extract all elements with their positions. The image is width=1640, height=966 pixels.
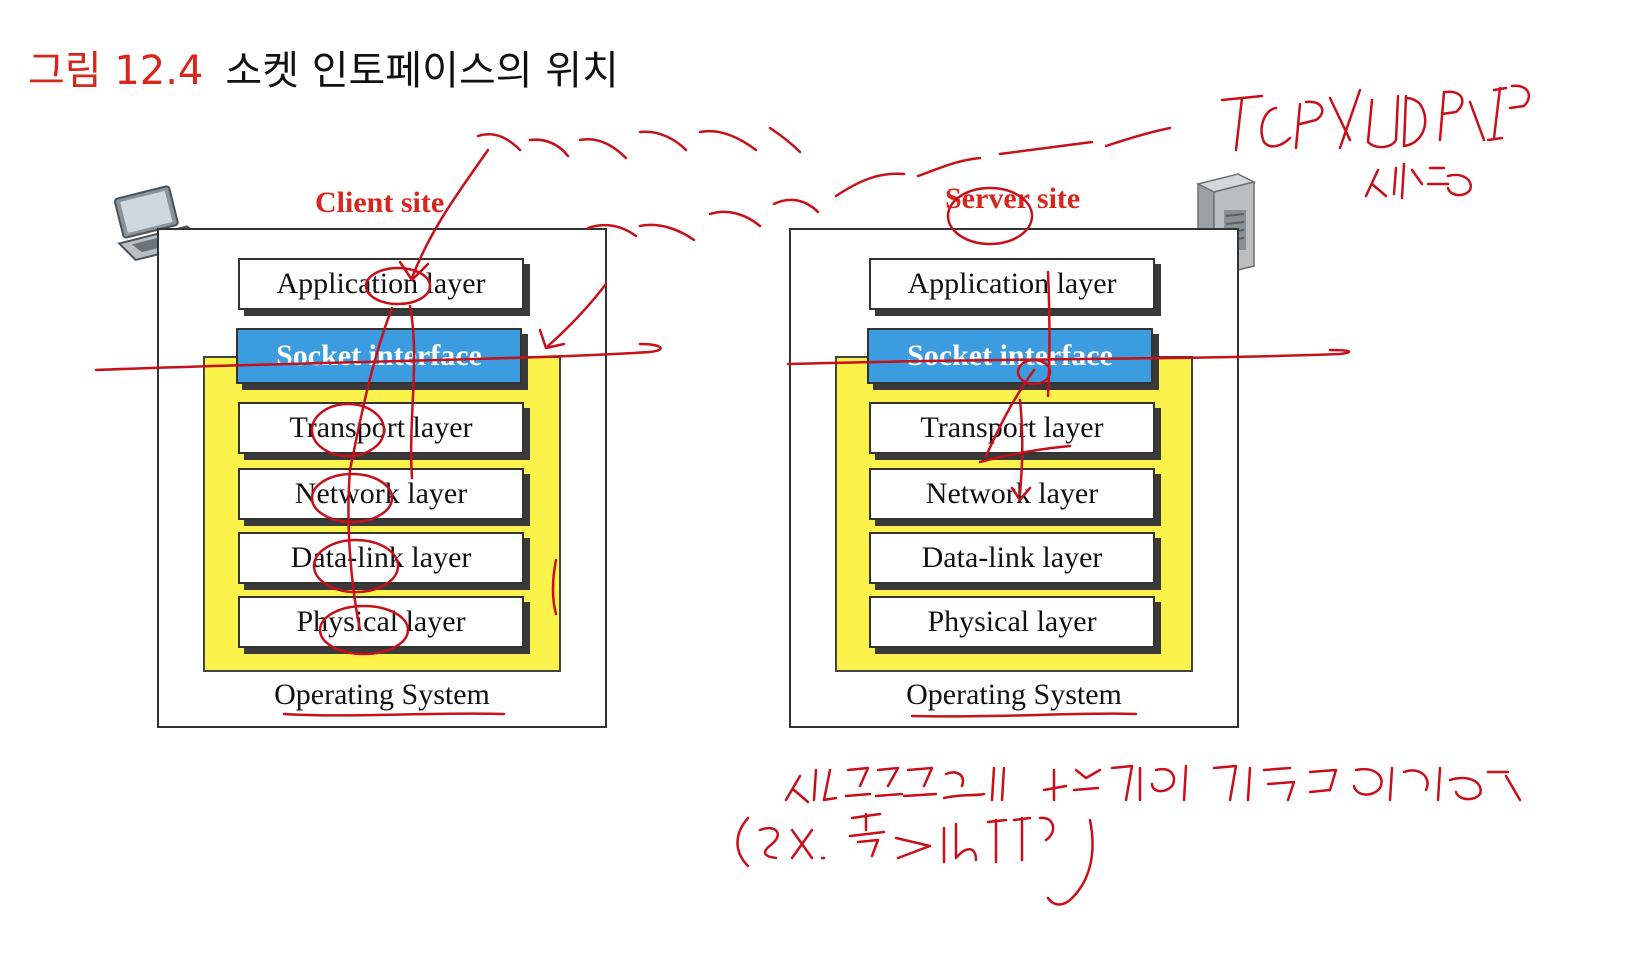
client-network-layer: Network layer	[238, 468, 524, 520]
server-physical-layer: Physical layer	[869, 596, 1155, 648]
server-network-layer: Network layer	[869, 468, 1155, 520]
server-datalink-layer: Data-link layer	[869, 532, 1155, 584]
client-os-label: Operating System	[274, 678, 490, 711]
figure-caption: 소켓 인토페이스의 위치	[225, 48, 619, 94]
client-site-box: Application layer Socket interface Trans…	[157, 228, 607, 728]
server-application-layer: Application layer	[869, 258, 1155, 310]
server-site-label: Server site	[945, 182, 1081, 215]
server-os-label: Operating System	[906, 678, 1122, 711]
figure-title: 그림 12.4 소켓 인토페이스의 위치	[28, 38, 619, 96]
client-socket-interface: Socket interface	[236, 328, 522, 384]
client-physical-layer: Physical layer	[238, 596, 524, 648]
server-transport-layer: Transport layer	[869, 402, 1155, 454]
server-socket-interface: Socket interface	[867, 328, 1153, 384]
client-transport-layer: Transport layer	[238, 402, 524, 454]
client-application-layer: Application layer	[238, 258, 524, 310]
client-site-label: Client site	[315, 186, 445, 219]
server-site-box: Application layer Socket interface Trans…	[789, 228, 1239, 728]
client-datalink-layer: Data-link layer	[238, 532, 524, 584]
figure-number: 그림 12.4	[28, 48, 204, 94]
server-tower-icon	[1190, 170, 1260, 284]
